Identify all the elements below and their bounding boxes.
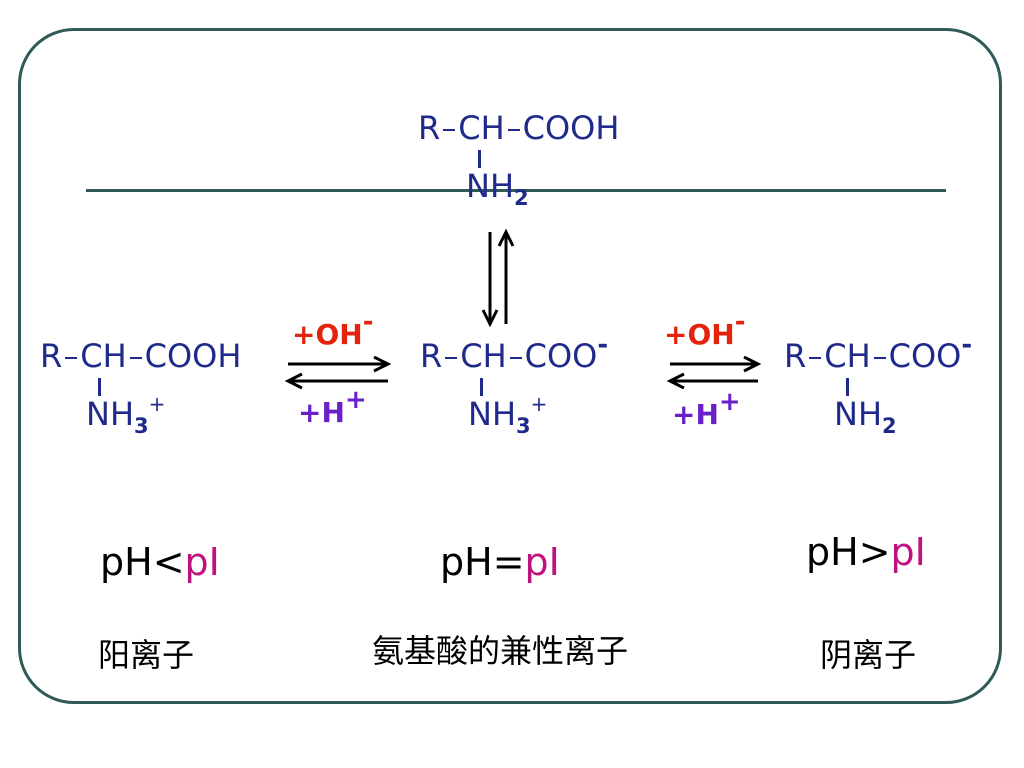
cation-r: R xyxy=(40,337,63,375)
bond xyxy=(65,357,78,359)
condition-center-pi: pI xyxy=(524,540,560,584)
cation-charge: + xyxy=(148,392,166,416)
right-h-reagent: +H+ xyxy=(672,387,741,431)
vertical-bond xyxy=(480,378,483,396)
zwitterion-nh-subscript: 3 xyxy=(516,414,531,438)
molecule-zwitterion: R CH COO- NH3+ xyxy=(420,332,608,437)
bond xyxy=(873,357,886,359)
neutral-nh-subscript: 2 xyxy=(514,186,529,210)
condition-right-pi: pI xyxy=(890,530,926,574)
left-h-reagent: +H+ xyxy=(298,385,367,429)
divider-line xyxy=(86,189,946,192)
condition-center-prefix: pH= xyxy=(440,540,525,584)
bond xyxy=(129,357,142,359)
neutral-cooh: COOH xyxy=(522,109,620,147)
neutral-ch: CH xyxy=(458,109,505,147)
left-h-charge: + xyxy=(344,385,367,415)
condition-left: pH<pI xyxy=(100,540,220,584)
bond xyxy=(443,129,456,131)
vertical-bond xyxy=(98,378,101,396)
label-anion: 阴离子 xyxy=(820,636,917,674)
right-equilibrium-arrows xyxy=(666,356,762,390)
left-oh-charge: - xyxy=(362,307,374,337)
right-h-label: +H xyxy=(672,398,719,431)
anion-coo-charge: - xyxy=(961,330,973,360)
right-oh-charge: - xyxy=(734,307,746,337)
cation-cooh: COOH xyxy=(144,337,242,375)
condition-left-pi: pI xyxy=(184,540,220,584)
vertical-bond xyxy=(478,150,481,168)
vertical-bond xyxy=(846,378,849,396)
anion-coo: COO xyxy=(888,337,962,375)
molecule-anion: R CH COO- NH2 xyxy=(784,332,972,437)
zwitterion-nh-charge: + xyxy=(530,392,548,416)
slide-frame xyxy=(18,28,1002,704)
molecule-cation: R CH COOH NH3+ xyxy=(40,337,242,437)
left-equilibrium-arrows xyxy=(284,356,392,390)
molecule-neutral: R CH COOH NH2 xyxy=(418,109,620,209)
condition-right-prefix: pH> xyxy=(806,530,891,574)
zwitterion-nh: NH xyxy=(468,395,516,433)
right-oh-reagent: +OH- xyxy=(664,307,746,351)
condition-right: pH>pI xyxy=(806,530,926,574)
bond xyxy=(445,357,458,359)
zwitterion-coo-charge: - xyxy=(597,330,609,360)
vertical-equilibrium-arrows xyxy=(481,228,515,328)
right-oh-label: +OH xyxy=(664,318,735,351)
bond xyxy=(809,357,822,359)
right-h-charge: + xyxy=(718,387,741,417)
cation-ch: CH xyxy=(80,337,127,375)
left-h-label: +H xyxy=(298,396,345,429)
anion-r: R xyxy=(784,337,807,375)
label-zwitterion: 氨基酸的兼性离子 xyxy=(372,632,629,670)
zwitterion-coo: COO xyxy=(524,337,598,375)
cation-nh-subscript: 3 xyxy=(134,414,149,438)
cation-nh: NH xyxy=(86,395,134,433)
label-cation: 阳离子 xyxy=(98,636,195,674)
zwitterion-r: R xyxy=(420,337,443,375)
left-oh-reagent: +OH- xyxy=(292,307,374,351)
anion-nh-subscript: 2 xyxy=(882,414,897,438)
zwitterion-ch: CH xyxy=(460,337,507,375)
bond xyxy=(509,357,522,359)
neutral-r: R xyxy=(418,109,441,147)
left-oh-label: +OH xyxy=(292,318,363,351)
anion-ch: CH xyxy=(824,337,871,375)
condition-center: pH=pI xyxy=(440,540,560,584)
neutral-nh: NH xyxy=(466,167,514,205)
anion-nh: NH xyxy=(834,395,882,433)
condition-left-prefix: pH< xyxy=(100,540,185,584)
bond xyxy=(507,129,520,131)
